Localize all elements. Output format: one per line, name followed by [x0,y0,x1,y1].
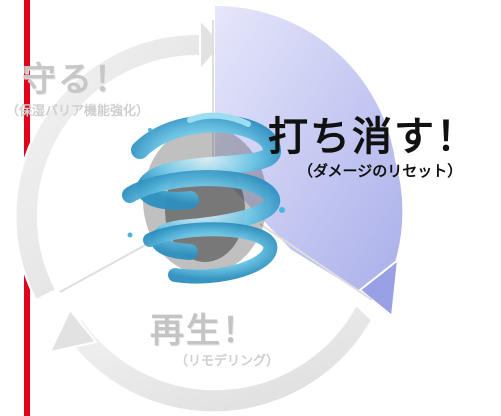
segment-erase-title: 打ち消す！ [268,114,478,160]
segment-regenerate-arrowhead [48,308,98,354]
segment-protect-title: 守る！ [22,60,130,100]
segment-erase-arrowhead [358,257,400,318]
segment-regenerate-title: 再生！ [150,311,258,351]
segment-protect-arc [14,32,201,302]
segment-protect-arrowhead [199,17,224,73]
segment-erase-subtitle: （ダメージのリセット） [298,162,463,180]
divider-right [259,223,373,301]
segment-protect-subtitle: （保湿バリア機能強化） [6,104,150,119]
segment-regenerate-subtitle: （リモデリング） [175,354,280,369]
water-swirl-icon [122,112,285,284]
